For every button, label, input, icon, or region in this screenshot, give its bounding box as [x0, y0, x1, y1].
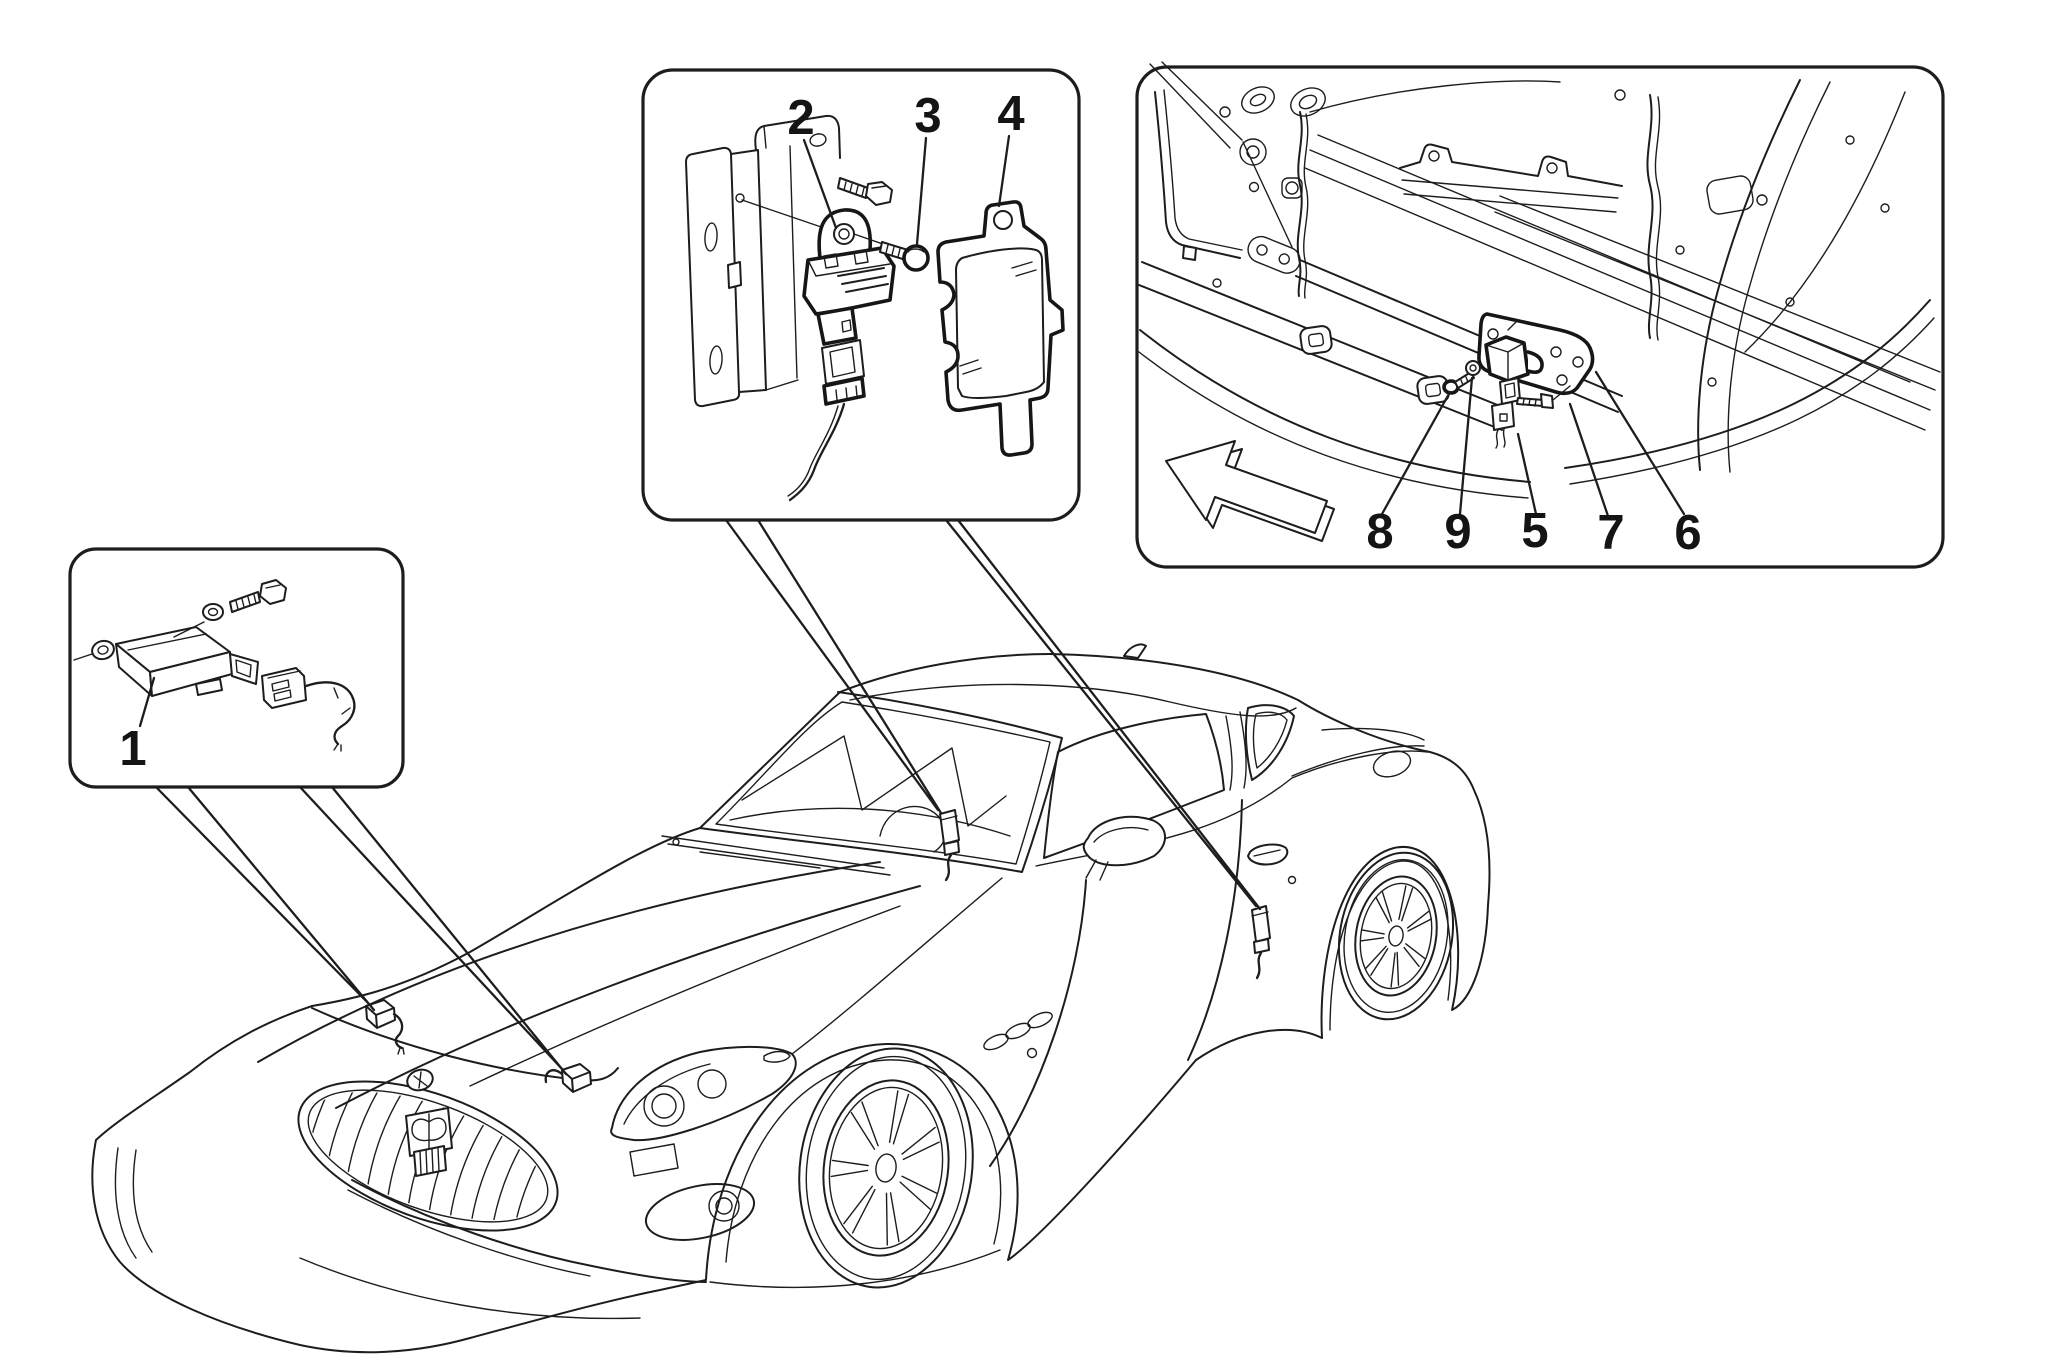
projector-lens	[651, 1093, 677, 1119]
door-keyhole	[1287, 875, 1297, 885]
bumper-lip-inner	[347, 1189, 591, 1277]
side-mirror-inner	[1085, 826, 1149, 881]
leader-door	[944, 518, 1262, 911]
projector-lens	[697, 1069, 727, 1099]
leader-front-center	[298, 785, 568, 1076]
front-arch-lip	[725, 1059, 1002, 1263]
hood-left-crash-sensor	[365, 999, 405, 1055]
side-window	[1043, 713, 1225, 859]
rear-wheel	[1337, 851, 1455, 1021]
label-line-2	[802, 138, 838, 230]
crash-sensor-part2	[787, 208, 896, 502]
sensor-eyelet	[91, 639, 115, 661]
windshield-inner	[715, 701, 1051, 865]
interior-dash-line	[729, 807, 1011, 837]
hood-crease	[335, 885, 921, 1109]
part-label-9: 9	[1444, 505, 1471, 559]
door-shutline-rear	[1187, 799, 1243, 1061]
bracket-bolt	[837, 177, 893, 206]
fender-top-line	[791, 877, 1003, 1055]
fuel-door	[1372, 750, 1412, 778]
windshield-reflection	[741, 735, 1007, 827]
fog-lamp	[708, 1190, 740, 1222]
cable	[788, 402, 846, 502]
hood-front-seam	[311, 1007, 619, 1082]
part-label-8: 8	[1366, 505, 1393, 559]
antenna-fin-icon	[1123, 643, 1147, 659]
door-crash-sensor	[1251, 905, 1271, 980]
sensor-cover-part4	[936, 200, 1065, 457]
hood-crease	[257, 861, 881, 1063]
car-body-outline	[91, 653, 1491, 1354]
front-grille	[297, 1065, 559, 1247]
bumper-lip	[351, 1179, 707, 1283]
washer-part9	[1465, 360, 1481, 376]
hood-emblem-icon	[406, 1068, 434, 1092]
callout-front-sensor: 1	[68, 547, 405, 789]
part-label-2: 2	[787, 91, 814, 145]
door-shutline-front	[989, 879, 1087, 1167]
wiper-pivot	[672, 838, 680, 846]
windshield-frame	[699, 691, 1063, 873]
part-label-7: 7	[1597, 506, 1624, 560]
cowl-crash-sensor	[939, 809, 960, 882]
splitter-line	[299, 1257, 641, 1320]
door-inner-panel	[1138, 61, 1941, 499]
door-sensor-assembly	[1442, 312, 1595, 449]
label-line-7	[1568, 402, 1610, 518]
projector-lens	[643, 1085, 685, 1127]
part-label-1: 1	[119, 722, 146, 776]
washer	[202, 603, 224, 621]
callout-door-sensor: 8 9 5 7 6	[1135, 61, 1945, 569]
sensor-bolt-part3	[853, 233, 930, 272]
part-label-5: 5	[1521, 504, 1548, 558]
bumper-left-edge	[114, 1147, 153, 1259]
fog-lamp-housing	[644, 1183, 756, 1241]
roof-rail-inner	[849, 683, 1297, 717]
car-illustration	[91, 643, 1491, 1354]
part-label-4: 4	[997, 87, 1024, 141]
part-label-3: 3	[914, 89, 941, 143]
rear-arch-lip	[1329, 860, 1452, 1031]
leader-cowl	[724, 518, 943, 815]
quarter-window-inner	[1252, 711, 1288, 769]
label-line-1	[138, 676, 156, 728]
leader-lines	[154, 518, 1262, 1076]
fender-vents	[983, 1011, 1053, 1059]
shoulder-crease	[1035, 750, 1429, 867]
side-mirror	[1082, 815, 1166, 867]
cable	[304, 681, 356, 746]
hood-center-crash-sensor	[544, 1063, 592, 1093]
trident-emblem-icon	[405, 1107, 453, 1177]
sill-line	[709, 1249, 1001, 1289]
door-handle-inner	[1253, 849, 1281, 857]
quarter-window	[1244, 704, 1295, 781]
mounting-bracket	[685, 114, 841, 408]
label-line-9	[1458, 376, 1474, 516]
hood-crease	[469, 905, 901, 1087]
wiper-blade	[661, 835, 891, 876]
label-line-3	[915, 136, 928, 246]
leader-front-left	[154, 785, 376, 1012]
fog-lamp	[715, 1197, 733, 1215]
label-line-8	[1380, 390, 1452, 516]
front-wheel	[798, 1047, 974, 1289]
wheel-spokes	[1359, 885, 1433, 988]
label-line-6	[1594, 370, 1686, 516]
wheel-spokes	[830, 1090, 940, 1246]
callout-bracket-sensor: 2 3 4	[641, 68, 1081, 522]
part-label-6: 6	[1674, 506, 1701, 560]
b-pillar	[1225, 711, 1247, 791]
bumper-plate	[629, 1143, 679, 1177]
label-line-4	[997, 134, 1011, 208]
door-handle	[1247, 843, 1289, 866]
direction-arrow-icon	[1165, 440, 1335, 542]
label-line-5	[1516, 432, 1538, 516]
deck-seam	[1291, 727, 1425, 777]
headlight	[610, 1045, 797, 1142]
indicator-lens	[763, 1050, 791, 1063]
